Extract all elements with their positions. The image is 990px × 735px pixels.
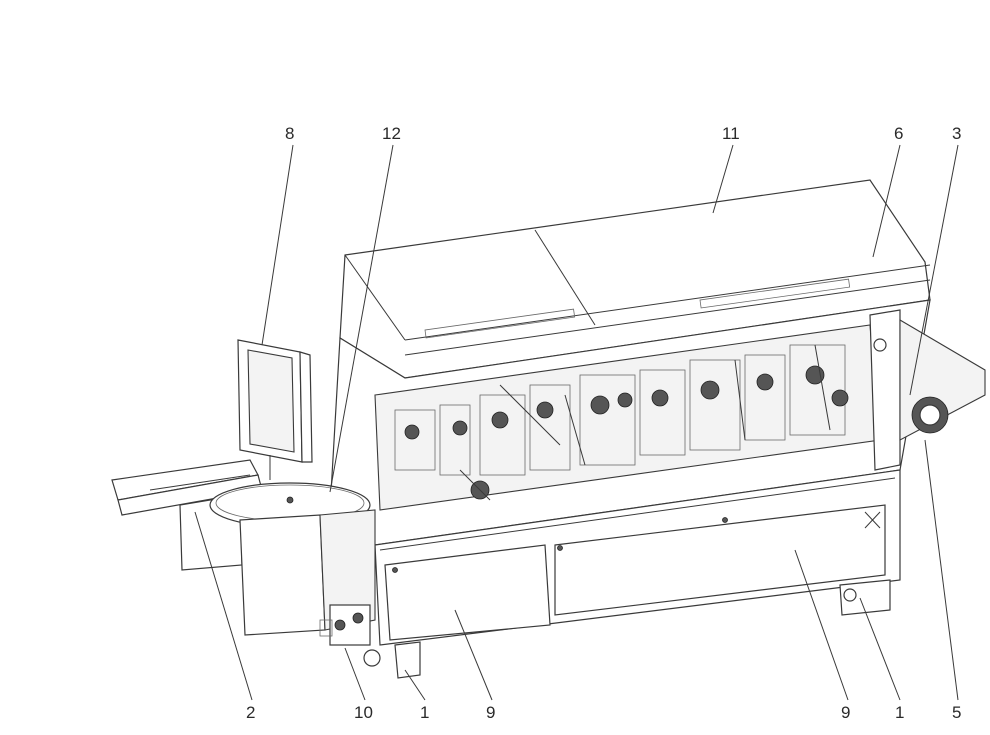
callout-9-left: 9 [486, 703, 495, 722]
callout-3: 3 [952, 124, 961, 143]
callout-11: 11 [722, 124, 740, 143]
pneumatic-unit [319, 604, 371, 646]
coil-table [209, 482, 376, 636]
working-units [394, 344, 849, 501]
callout-2: 2 [246, 703, 255, 722]
callout-12: 12 [382, 124, 401, 143]
callout-8: 8 [285, 124, 294, 143]
callout-5: 5 [952, 703, 961, 722]
machine-feet [363, 579, 891, 679]
callout-1-right: 1 [895, 703, 904, 722]
callout-6: 6 [894, 124, 903, 143]
control-panel [237, 339, 313, 480]
callout-10: 10 [354, 703, 373, 722]
callout-1-left: 1 [420, 703, 429, 722]
callout-labels: 8 12 11 6 3 2 10 1 9 9 1 5 [246, 124, 961, 722]
right-end-panel [869, 309, 986, 471]
machine-base [374, 469, 901, 646]
callout-9-right: 9 [841, 703, 850, 722]
leader-lines [194, 144, 959, 701]
